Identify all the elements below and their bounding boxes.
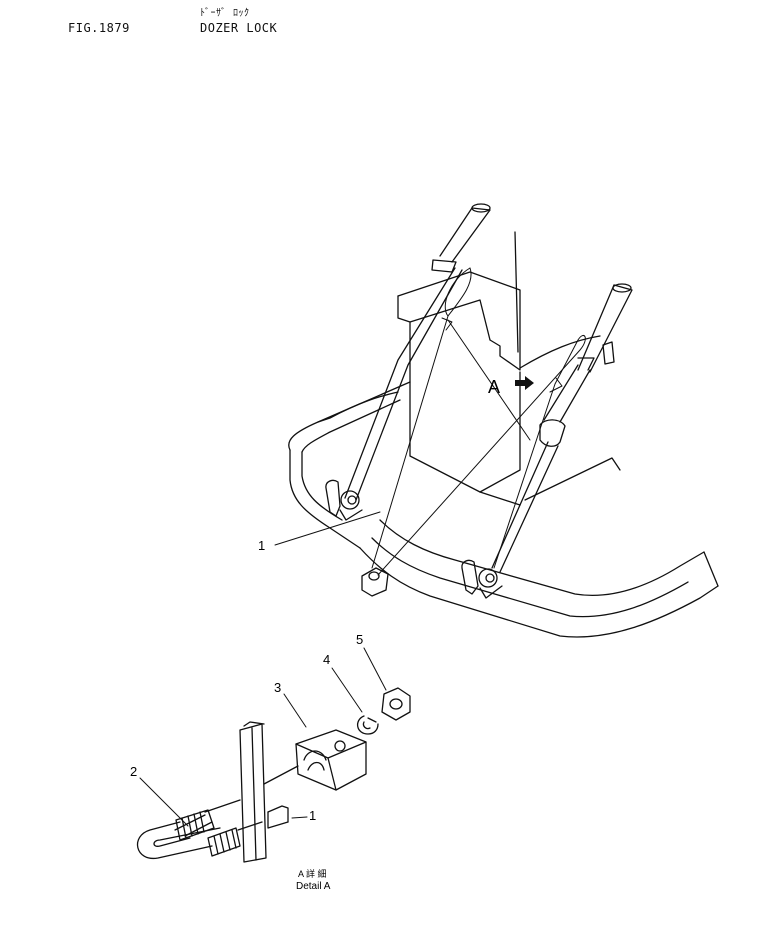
bottom-clamp	[361, 567, 389, 597]
detail-ref-a: A	[488, 377, 500, 397]
u-bolt-part-2	[136, 799, 263, 859]
callout-3: 3	[274, 680, 281, 695]
callout-1-detail: 1	[309, 808, 316, 823]
tractor-frame	[288, 231, 719, 638]
detail-bracket-part-1	[267, 805, 308, 829]
right-pivot-mount	[461, 559, 503, 599]
detail-caption-en: Detail A	[296, 881, 331, 892]
figure-number: FIG.1879	[68, 21, 130, 35]
clamp-part-3	[263, 729, 367, 791]
center-box-bracket	[397, 271, 521, 506]
callout-2: 2	[130, 764, 137, 779]
right-lever	[491, 283, 633, 573]
detail-arrow-icon	[515, 376, 534, 390]
callout-5: 5	[356, 632, 363, 647]
detail-callout-leaders	[139, 647, 387, 827]
lock-wires	[371, 267, 586, 576]
callout-4: 4	[323, 652, 330, 667]
washer-part-4	[357, 715, 379, 735]
left-lever	[344, 203, 491, 501]
title-english: DOZER LOCK	[200, 21, 278, 35]
detail-caption-jp: A 詳 細	[298, 868, 327, 879]
frame-rail-detail	[239, 721, 267, 863]
title-japanese: ﾄﾞｰｻﾞ ﾛｯｸ	[200, 8, 250, 19]
left-pivot-mount	[325, 479, 363, 521]
nut-part-5	[381, 687, 411, 721]
callout-1: 1	[258, 538, 265, 553]
callout-1-leader	[274, 511, 381, 546]
